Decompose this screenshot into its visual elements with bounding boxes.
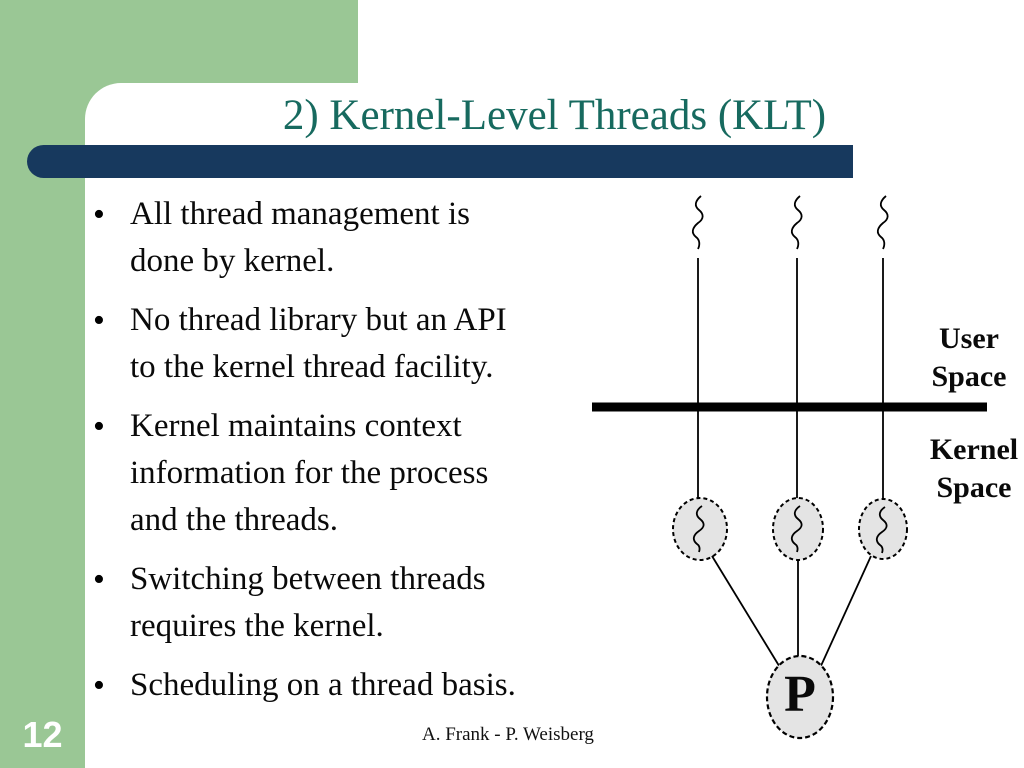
bullet-item: • All thread management is done by kerne… <box>93 191 623 285</box>
connector-line <box>711 555 782 670</box>
kernel-space-label: Kernel Space <box>929 433 1019 504</box>
process-ellipse <box>765 654 835 740</box>
bullet-line: and the threads. <box>130 502 339 538</box>
thread-squiggle <box>876 195 889 250</box>
bullet-line: to the kernel thread facility. <box>130 349 494 385</box>
page-number: 12 <box>22 714 63 755</box>
bullet-marker: • <box>93 667 105 704</box>
thread-squiggle <box>691 195 704 250</box>
connector-line <box>819 555 872 669</box>
footer-text: A. Frank - P. Weisberg <box>422 724 594 745</box>
title-accent-bar <box>27 145 853 178</box>
bullet-marker: • <box>93 196 105 233</box>
bullet-line: Scheduling on a thread basis. <box>130 667 516 703</box>
bullet-line: Kernel maintains context <box>130 408 462 444</box>
bullet-list: • All thread management is done by kerne… <box>93 191 623 721</box>
kernel-thread-ellipse <box>672 497 728 561</box>
process-label: P <box>784 666 816 723</box>
bullet-item: • Switching between threads requires the… <box>93 556 623 650</box>
content-panel <box>85 83 1024 768</box>
user-space-label: User Space <box>931 322 1007 393</box>
bullet-marker: • <box>93 408 105 445</box>
bullet-item: • Kernel maintains context information f… <box>93 403 623 544</box>
bullet-marker: • <box>93 302 105 339</box>
bullet-item: • No thread library but an API to the ke… <box>93 297 623 391</box>
bullet-item: • Scheduling on a thread basis. <box>93 662 623 709</box>
bullet-line: requires the kernel. <box>130 608 384 644</box>
bullet-line: information for the process <box>130 455 489 491</box>
slide-title: 2) Kernel-Level Threads (KLT) <box>282 92 827 139</box>
bullet-line: All thread management is <box>130 196 470 232</box>
bullet-line: No thread library but an API <box>130 302 507 338</box>
thread-squiggle <box>790 195 803 250</box>
footer: A. Frank - P. Weisberg <box>422 724 612 752</box>
bullet-line: done by kernel. <box>130 243 335 279</box>
bullet-line: Switching between threads <box>130 561 486 597</box>
kernel-thread-ellipse <box>858 498 908 560</box>
bullet-marker: • <box>93 561 105 598</box>
